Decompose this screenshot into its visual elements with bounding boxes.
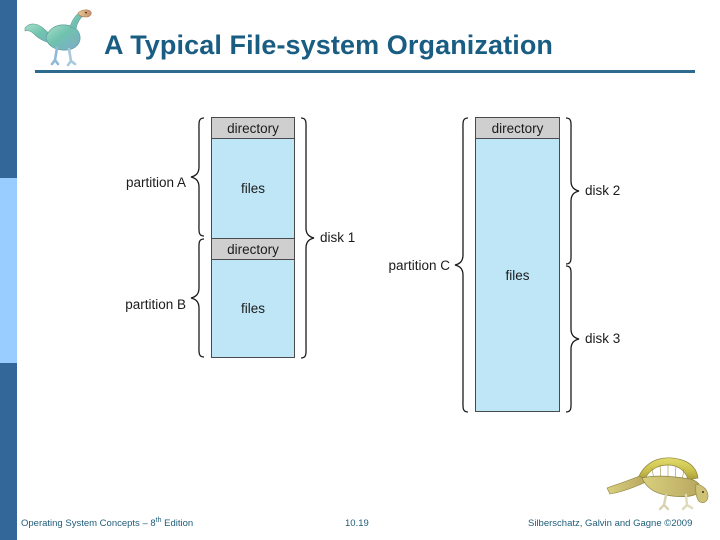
disk-3-label: disk 3 xyxy=(585,331,621,346)
slide-number: 10.19 xyxy=(345,518,369,529)
left-disk-stack: directory files directory files xyxy=(211,117,295,358)
partition-a-label: partition A xyxy=(125,175,186,190)
accent-bar-middle xyxy=(0,178,17,363)
partition-b-label: partition B xyxy=(125,297,186,312)
partition-c-brace xyxy=(454,117,470,413)
right-partition-c-files-cell: files xyxy=(476,139,559,411)
partition-a-brace xyxy=(190,117,206,237)
footer-edition-superscript: th xyxy=(155,516,162,524)
accent-bar-top xyxy=(0,0,17,178)
filesystem-organization-diagram: directory files directory files partitio… xyxy=(125,117,621,413)
footer-edition-tail: Edition xyxy=(161,518,194,529)
footer-edition-text: Operating System Concepts – 8th Edition xyxy=(21,517,193,529)
footer-copyright-text: Silberschatz, Galvin and Gagne ©2009 xyxy=(528,518,693,529)
title-divider xyxy=(35,70,695,73)
disk-2-brace xyxy=(564,117,580,265)
left-partition-b-files-cell: files xyxy=(212,260,294,356)
footer-edition-main: Operating System Concepts – 8 xyxy=(21,518,156,529)
partition-b-brace xyxy=(190,238,206,358)
disk-1-brace xyxy=(299,117,315,359)
left-partition-b-directory-cell: directory xyxy=(212,239,294,260)
left-partition-a-directory-cell: directory xyxy=(212,118,294,139)
right-partition-c-directory-cell: directory xyxy=(476,118,559,139)
page-title: A Typical File-system Organization xyxy=(104,30,554,60)
right-disk-stack: directory files xyxy=(475,117,560,412)
partition-c-label: partition C xyxy=(388,258,450,273)
disk-1-label: disk 1 xyxy=(320,230,356,245)
dimetrodon-logo-icon xyxy=(604,454,716,512)
dinosaur-logo-icon xyxy=(22,6,94,68)
accent-bar-bottom xyxy=(0,363,17,540)
disk-2-label: disk 2 xyxy=(585,183,621,198)
disk-3-brace xyxy=(564,265,580,413)
left-partition-a-files-cell: files xyxy=(212,139,294,239)
